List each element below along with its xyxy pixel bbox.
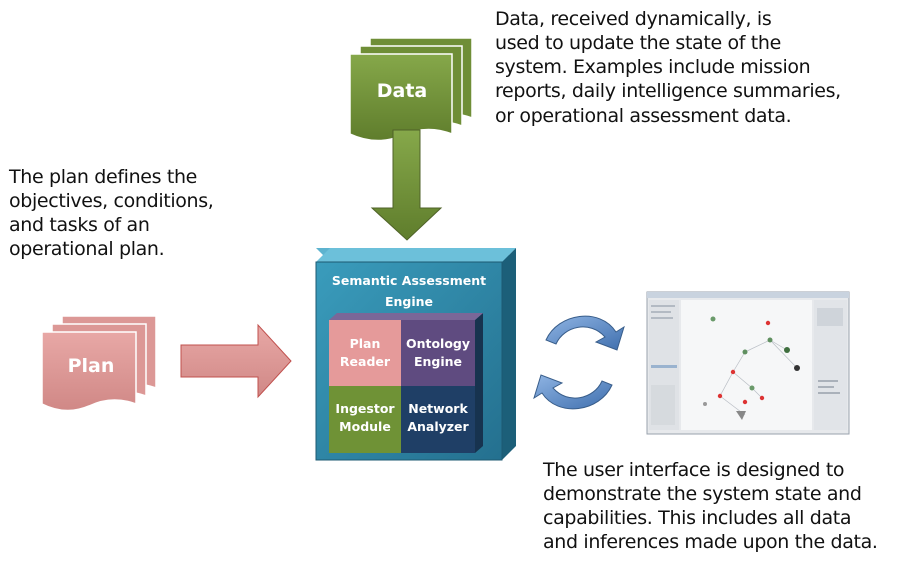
ui-screenshot-thumbnail (646, 291, 850, 435)
data-document-stack: Data (349, 37, 473, 142)
plan-document-stack: Plan (41, 315, 157, 412)
engine-title-line1: Semantic Assessment (332, 273, 486, 288)
module-network-analyzer (401, 386, 475, 453)
semantic-assessment-engine: Semantic Assessment Engine Plan Reader O… (315, 248, 516, 461)
ingestor-line2: Module (339, 419, 391, 434)
engine-title-line2: Engine (385, 294, 433, 309)
network-analyzer-line1: Network (408, 401, 468, 416)
network-analyzer-line2: Analyzer (407, 419, 469, 434)
module-ontology-engine (401, 320, 475, 386)
sync-cycle-arrows (533, 315, 625, 410)
plan-right-arrow (180, 323, 292, 399)
plan-document-label: Plan (68, 355, 115, 377)
cycle-arrow-top (545, 315, 625, 351)
data-down-arrow (370, 129, 443, 241)
plan-reader-line2: Reader (340, 354, 391, 369)
ontology-engine-line1: Ontology (406, 336, 470, 351)
plan-reader-line1: Plan (350, 336, 381, 351)
ui-description-text: The user interface is designed to demons… (543, 459, 878, 554)
ingestor-line1: Ingestor (335, 401, 395, 416)
data-document-label: Data (377, 80, 428, 102)
module-plan-reader (329, 320, 401, 386)
data-description-text: Data, received dynamically, is used to u… (495, 8, 841, 127)
ontology-engine-line2: Engine (414, 354, 462, 369)
module-ingestor (329, 386, 401, 453)
plan-description-text: The plan defines the objectives, conditi… (9, 166, 214, 261)
cycle-arrow-bottom (533, 374, 613, 410)
